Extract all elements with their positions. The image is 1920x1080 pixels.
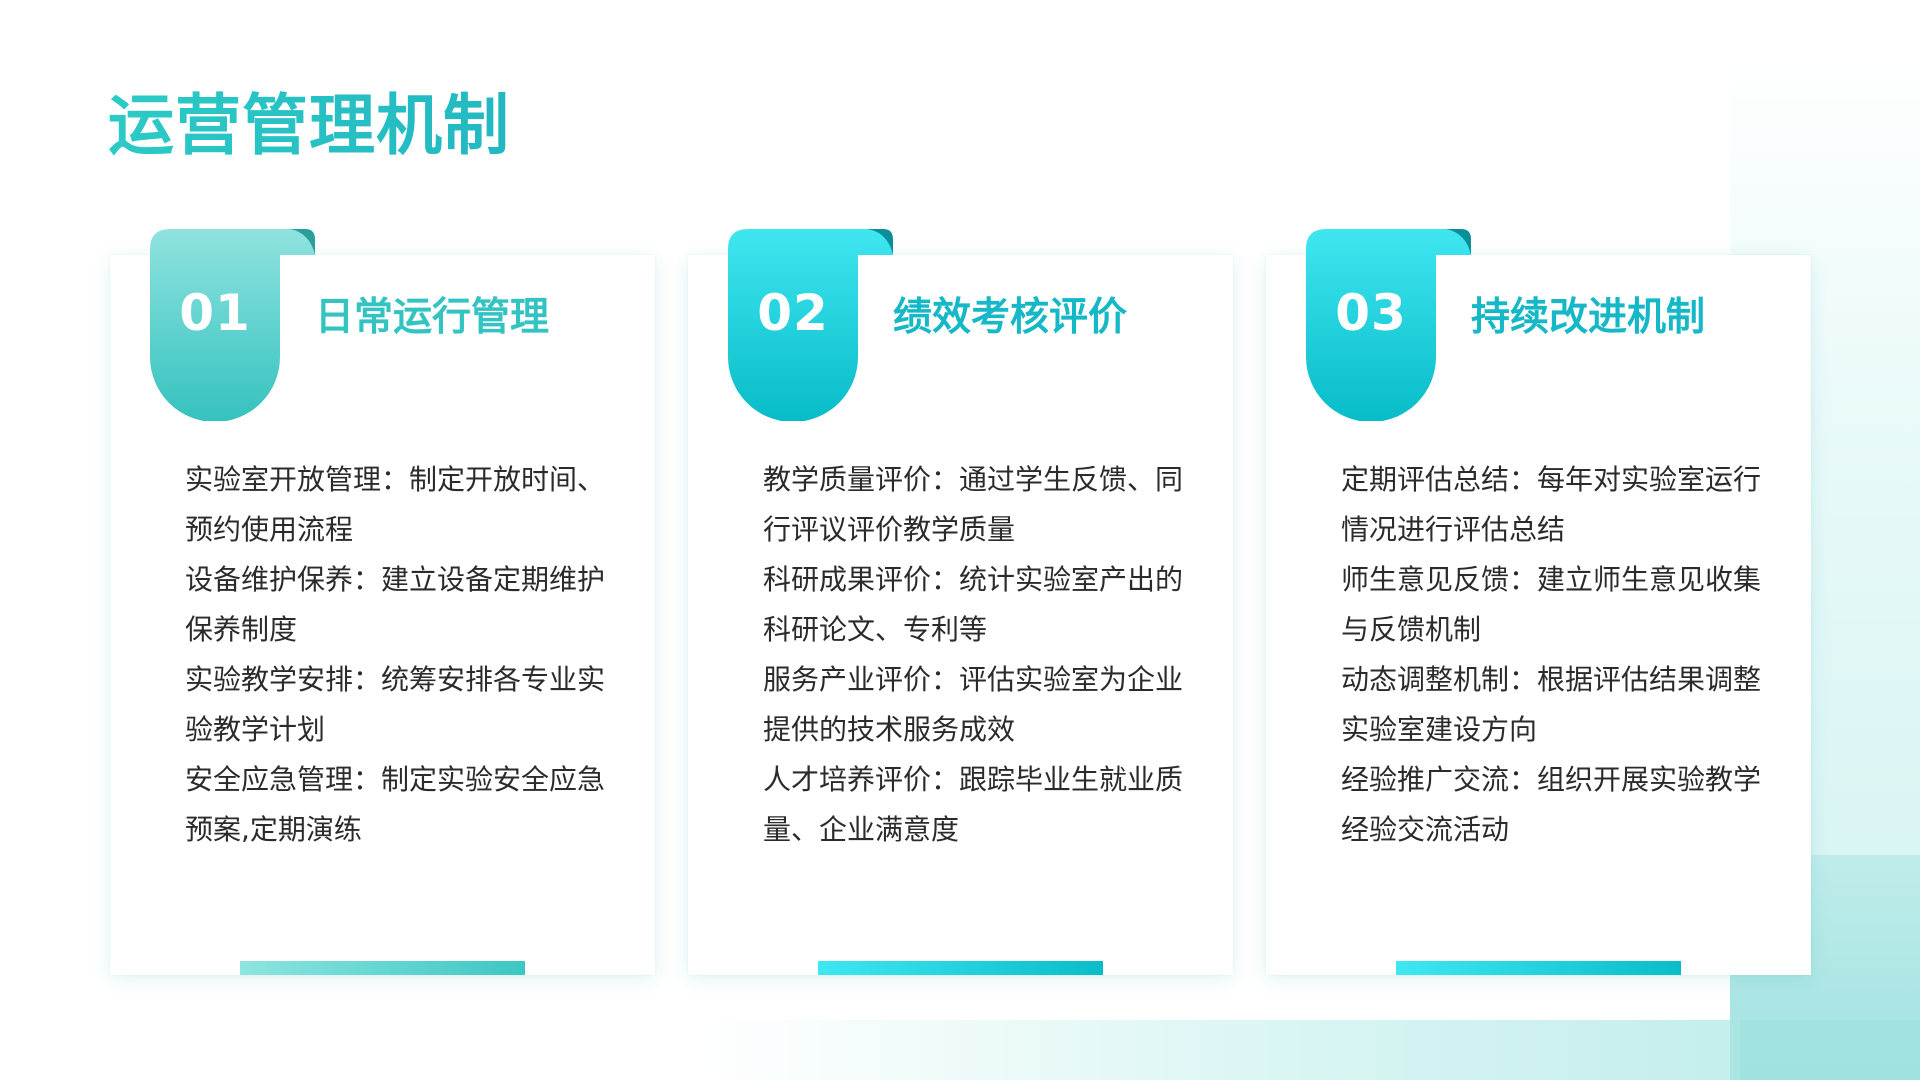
ribbon-badge-shape bbox=[728, 229, 893, 421]
card-heading: 日常运行管理 bbox=[315, 295, 550, 340]
page-title: 运营管理机制 bbox=[108, 87, 510, 164]
list-item: 动态调整机制：根据评估结果调整实验室建设方向 bbox=[1341, 663, 1762, 746]
list-item: 安全应急管理：制定实验安全应急预案,定期演练 bbox=[185, 763, 606, 846]
list-item: 设备维护保养：建立设备定期维护保养制度 bbox=[185, 563, 606, 646]
list-item: 实验教学安排：统筹安排各专业实验教学计划 bbox=[185, 663, 606, 746]
number-badge: 03 bbox=[1306, 229, 1471, 421]
list-item: 经验推广交流：组织开展实验教学经验交流活动 bbox=[1341, 763, 1762, 846]
card-number: 01 bbox=[179, 284, 251, 342]
card-heading: 持续改进机制 bbox=[1471, 295, 1706, 340]
accent-bar bbox=[818, 961, 1103, 975]
card-item-list: 实验室开放管理：制定开放时间、预约使用流程 设备维护保养：建立设备定期维护保养制… bbox=[185, 455, 625, 855]
background-tint-corner bbox=[1730, 1020, 1920, 1080]
list-item: 教学质量评价：通过学生反馈、同行评议评价教学质量 bbox=[763, 463, 1184, 546]
card-item-list: 定期评估总结：每年对实验室运行情况进行评估总结 师生意见反馈：建立师生意见收集与… bbox=[1341, 455, 1781, 855]
number-badge: 01 bbox=[150, 229, 315, 421]
list-item: 科研成果评价：统计实验室产出的科研论文、专利等 bbox=[763, 563, 1184, 646]
card-performance-evaluation: 02 绩效考核评价 教学质量评价：通过学生反馈、同行评议评价教学质量 科研成果评… bbox=[688, 229, 1233, 975]
list-item: 人才培养评价：跟踪毕业生就业质量、企业满意度 bbox=[763, 763, 1184, 846]
list-item: 师生意见反馈：建立师生意见收集与反馈机制 bbox=[1341, 563, 1762, 646]
number-badge: 02 bbox=[728, 229, 893, 421]
card-continuous-improvement: 03 持续改进机制 定期评估总结：每年对实验室运行情况进行评估总结 师生意见反馈… bbox=[1266, 229, 1811, 975]
list-item: 服务产业评价：评估实验室为企业提供的技术服务成效 bbox=[763, 663, 1184, 746]
card-daily-operation: 01 日常运行管理 实验室开放管理：制定开放时间、预约使用流程 设备维护保养：建… bbox=[110, 229, 655, 975]
accent-bar bbox=[1396, 961, 1681, 975]
card-item-list: 教学质量评价：通过学生反馈、同行评议评价教学质量 科研成果评价：统计实验室产出的… bbox=[763, 455, 1203, 855]
ribbon-badge-shape bbox=[150, 229, 315, 421]
card-number: 02 bbox=[757, 284, 829, 342]
list-item: 实验室开放管理：制定开放时间、预约使用流程 bbox=[185, 463, 606, 546]
card-number: 03 bbox=[1335, 284, 1407, 342]
background-tint-bottom bbox=[700, 1020, 1740, 1080]
list-item: 定期评估总结：每年对实验室运行情况进行评估总结 bbox=[1341, 463, 1762, 546]
card-heading: 绩效考核评价 bbox=[893, 295, 1128, 340]
ribbon-badge-shape bbox=[1306, 229, 1471, 421]
accent-bar bbox=[240, 961, 525, 975]
